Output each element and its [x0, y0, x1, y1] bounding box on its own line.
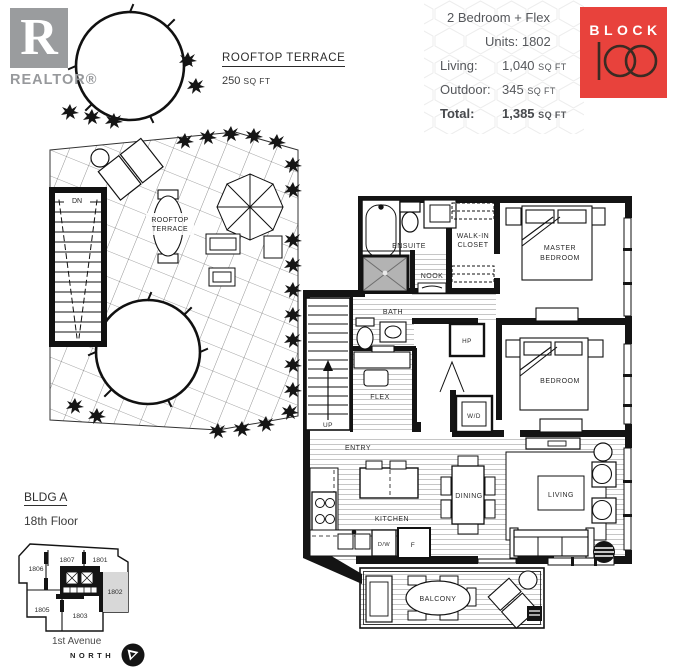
key-plan: 1806 1807 1801 1805 1803 1802: [18, 543, 129, 632]
unit-type: 2 Bedroom + Flex: [447, 10, 550, 25]
room-label-wd: W/D: [467, 413, 481, 420]
realtor-r-letter: R: [20, 9, 58, 66]
nook-bench: [417, 282, 447, 294]
keyplan-unit-1803: 1803: [72, 613, 87, 620]
room-label-dining: DINING: [455, 493, 483, 500]
keyplan-unit-1806: 1806: [28, 566, 43, 573]
block100-logo: BLOCK: [580, 7, 667, 98]
room-label-living: LIVING: [548, 492, 574, 499]
block100-wordmark: BLOCK: [589, 22, 662, 38]
keyplan-unit-1802: 1802: [107, 589, 122, 596]
rooftop-heading: ROOFTOP TERRACE 250 SQ FT: [222, 48, 346, 87]
room-label-nook: NOOK: [421, 273, 444, 280]
umbrella-icon: [216, 173, 284, 241]
closet-shelves: [451, 202, 495, 283]
master-bed: [505, 205, 606, 322]
room-label-master-1: MASTER: [544, 245, 576, 252]
room-label-master-2: BEDROOM: [540, 255, 580, 262]
unit-stairs: [305, 297, 351, 431]
terrace-stairs: DN: [49, 187, 107, 347]
room-label-walkin-2: CLOSET: [457, 242, 488, 249]
keyplan-heading: BLDG A 18th Floor: [24, 488, 78, 528]
hp-closet: [448, 322, 486, 358]
keyplan-building: BLDG A: [24, 490, 68, 506]
room-label-fridge: F: [411, 542, 415, 549]
balcony-railing: [359, 567, 545, 629]
rooftop-area-value: 250: [222, 75, 241, 87]
outdoor-area-row: Outdoor: 345 SQ FT: [440, 82, 582, 97]
stairs-dn-label: DN: [72, 198, 82, 205]
room-label-bath: BATH: [383, 309, 403, 316]
flex-desk: [353, 345, 411, 387]
living-label: Living:: [440, 58, 478, 73]
terrace-planters: [205, 233, 283, 287]
rooftop-area: 250 SQ FT: [222, 75, 345, 87]
terrace-lounge-chairs: [90, 137, 164, 201]
ensuite-fixtures: [361, 199, 457, 263]
keyplan-unit-1801: 1801: [92, 557, 107, 564]
tree-icon: [67, 3, 193, 124]
north-compass-icon: [121, 643, 145, 667]
total-value: 1,385 SQ FT: [502, 106, 567, 121]
living-area-row: Living: 1,040 SQ FT: [440, 58, 582, 73]
tree-icon: [87, 291, 209, 408]
room-label-ensuite: ENSUITE: [392, 243, 426, 250]
room-label-hp: HP: [462, 338, 472, 345]
room-label-dw: D/W: [378, 542, 391, 548]
bedroom-bed: [505, 337, 604, 433]
bifold-doors: [439, 360, 465, 393]
washer-dryer: [454, 394, 494, 434]
plant-icon: [593, 541, 615, 563]
room-labels: ENSUITE WALK-IN CLOSET MASTER BEDROOM NO…: [323, 233, 580, 603]
north-label: NORTH: [70, 650, 115, 660]
outdoor-value: 345 SQ FT: [502, 82, 556, 97]
street-label: 1st Avenue: [52, 636, 102, 647]
dining-set: [440, 455, 496, 535]
block100-100-icon: [597, 42, 657, 80]
rooftop-title: ROOFTOP TERRACE: [222, 52, 346, 67]
realtor-logo-box: R: [10, 8, 68, 68]
room-label-balcony: BALCONY: [420, 596, 457, 603]
room-label-entry: ENTRY: [345, 445, 371, 452]
outdoor-label: Outdoor:: [440, 82, 491, 97]
room-label-kitchen: KITCHEN: [375, 516, 409, 523]
terrace-label-line1: ROOFTOP: [151, 217, 188, 224]
terrace-label-line2: TERRACE: [152, 226, 188, 233]
kitchen-fixtures: [309, 460, 431, 559]
room-label-bedroom: BEDROOM: [540, 378, 580, 385]
north-indicator: NORTH: [70, 642, 146, 668]
rooftop-area-unit: SQ FT: [243, 76, 271, 86]
windows: [477, 217, 632, 566]
window-mullions: [571, 248, 632, 566]
room-label-walkin-1: WALK-IN: [457, 233, 489, 240]
unit-plan: ENSUITE WALK-IN CLOSET MASTER BEDROOM NO…: [303, 196, 632, 629]
unit-number: Units: 1802: [485, 34, 551, 49]
living-value: 1,040 SQ FT: [502, 58, 567, 73]
balcony-planter-icon: [527, 606, 542, 621]
bath-fixtures: [355, 317, 407, 350]
hexagon-watermark: [424, 0, 584, 134]
total-area-row: Total: 1,385 SQ FT: [440, 106, 582, 121]
terrace-plan: DN: [49, 3, 302, 439]
keyplan-unit-1802-highlight: [102, 572, 128, 612]
keyplan-unit-1807: 1807: [59, 557, 74, 564]
realtor-logo: R REALTOR®: [10, 8, 100, 88]
room-label-up: UP: [323, 422, 333, 429]
keyplan-floor: 18th Floor: [24, 514, 79, 528]
balcony-furniture: [365, 570, 538, 629]
total-label: Total:: [440, 106, 475, 121]
shower: [360, 254, 410, 294]
room-label-flex: FLEX: [370, 394, 390, 401]
living-furniture: [505, 437, 617, 559]
keyplan-unit-1805: 1805: [34, 607, 49, 614]
unit-info-panel: 2 Bedroom + Flex Units: 1802 Living: 1,0…: [440, 10, 582, 121]
realtor-wordmark: REALTOR®: [10, 72, 98, 88]
